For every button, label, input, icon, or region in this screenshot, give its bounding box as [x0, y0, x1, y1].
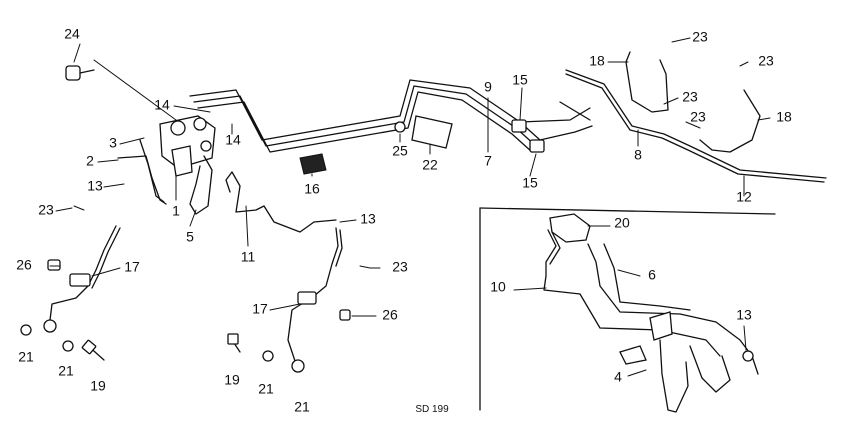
- callout-14-b: 14: [225, 132, 241, 148]
- callout-25: 25: [392, 143, 408, 159]
- callout-11: 11: [241, 249, 256, 265]
- brake-pipe-11: [231, 171, 337, 233]
- callout-2: 2: [86, 153, 94, 169]
- bolt-24: [65, 65, 95, 81]
- callout-19-b: 19: [224, 372, 240, 388]
- brake-pipe-2b: [139, 139, 165, 203]
- inset-frame-top: [479, 207, 776, 215]
- brake-hose-17-right: [287, 227, 343, 373]
- callout-15-b: 15: [522, 175, 538, 191]
- callout-26-b: 26: [382, 307, 398, 323]
- callout-23-f: 23: [392, 259, 408, 275]
- callout-1: 1: [172, 203, 180, 219]
- callout-23-c: 23: [758, 53, 774, 69]
- callout-19-a: 19: [90, 378, 106, 394]
- pad-22: [411, 115, 453, 149]
- proportioning-valve: [159, 115, 216, 177]
- connector-15: [511, 119, 545, 153]
- callout-14-a: 14: [154, 97, 170, 113]
- callout-5: 5: [186, 229, 194, 245]
- callout-24: 24: [64, 26, 80, 42]
- callout-6: 6: [648, 267, 656, 283]
- callout-26-a: 26: [16, 257, 32, 273]
- clip-16: [299, 153, 327, 175]
- callout-22: 22: [422, 157, 438, 173]
- main-brake-pipes: [189, 79, 593, 153]
- callout-16: 16: [304, 181, 320, 197]
- callout-7: 7: [484, 153, 492, 169]
- figure-code: SD 199: [415, 404, 449, 415]
- callout-17-b: 17: [252, 301, 268, 317]
- brake-hose-17-left: [43, 225, 121, 333]
- callout-8: 8: [634, 147, 642, 163]
- callouts: 24 14 14 3 2 13 1 5 23 11 13 16 25 22 9 …: [16, 26, 792, 415]
- callout-21-a: 21: [18, 349, 34, 365]
- callout-18-a: 18: [589, 53, 605, 69]
- callout-23-b: 23: [692, 29, 708, 45]
- callout-13-a: 13: [87, 178, 103, 194]
- callout-21-b: 21: [58, 363, 74, 379]
- callout-23-e: 23: [690, 109, 706, 125]
- callout-21-c: 21: [258, 381, 274, 397]
- callout-13-c: 13: [736, 307, 752, 323]
- callout-13-b: 13: [360, 211, 376, 227]
- callout-23-d: 23: [682, 89, 698, 105]
- callout-15-a: 15: [512, 72, 528, 88]
- callout-12: 12: [736, 189, 752, 205]
- brake-pipe-2: [117, 155, 167, 205]
- brake-pipe-5: [189, 155, 213, 215]
- callout-17-a: 17: [124, 259, 140, 275]
- inset-valve-assembly: [543, 213, 759, 413]
- callout-21-d: 21: [294, 399, 310, 415]
- callout-10: 10: [490, 279, 506, 295]
- callout-23-a: 23: [38, 202, 54, 218]
- bolt-25: [394, 121, 406, 133]
- rear-brake-pipes: [559, 51, 827, 183]
- callout-20: 20: [614, 215, 630, 231]
- callout-4: 4: [614, 369, 622, 385]
- leader-lines: [49, 37, 771, 377]
- fittings-misc: [20, 205, 371, 362]
- callout-18-b: 18: [776, 109, 792, 125]
- brake-pipe-11-end: [225, 171, 233, 193]
- callout-3: 3: [109, 135, 117, 151]
- callout-9: 9: [484, 79, 492, 95]
